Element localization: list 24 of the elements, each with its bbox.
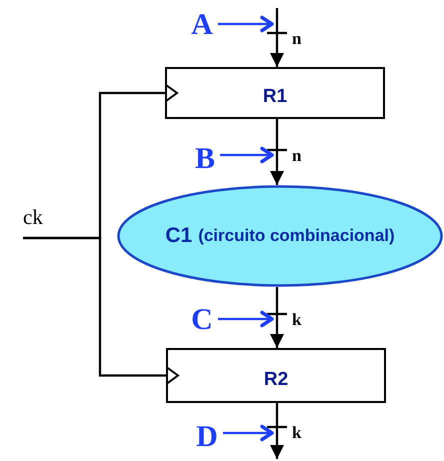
edge-label: n: [292, 30, 302, 47]
clock-signal-label: ck: [23, 205, 43, 230]
edge-label: n: [292, 147, 302, 164]
pointer-arrow: [218, 16, 274, 32]
register-box: [166, 348, 386, 403]
bus-arrow: [270, 119, 284, 185]
register-box: [165, 67, 385, 119]
circuit-description: (circuito combinacional): [198, 225, 395, 247]
register-name: R2: [264, 368, 288, 390]
bus-arrow: [270, 8, 284, 67]
bus-arrow: [270, 287, 284, 348]
pointer-arrow: [220, 146, 274, 164]
signal-point-label: A: [191, 10, 213, 40]
pointer-arrow: [218, 310, 274, 328]
circuit-name: C1: [165, 223, 192, 249]
bus-arrow: [23, 236, 179, 384]
edge-label: k: [292, 311, 302, 328]
edge-label: k: [292, 424, 302, 441]
register-name: R1: [262, 86, 288, 108]
signal-point-label: D: [196, 422, 218, 452]
signal-point-label: B: [194, 144, 215, 174]
pointer-arrow: [223, 424, 274, 442]
bus-arrow: [270, 403, 284, 459]
signal-point-label: C: [191, 305, 213, 335]
